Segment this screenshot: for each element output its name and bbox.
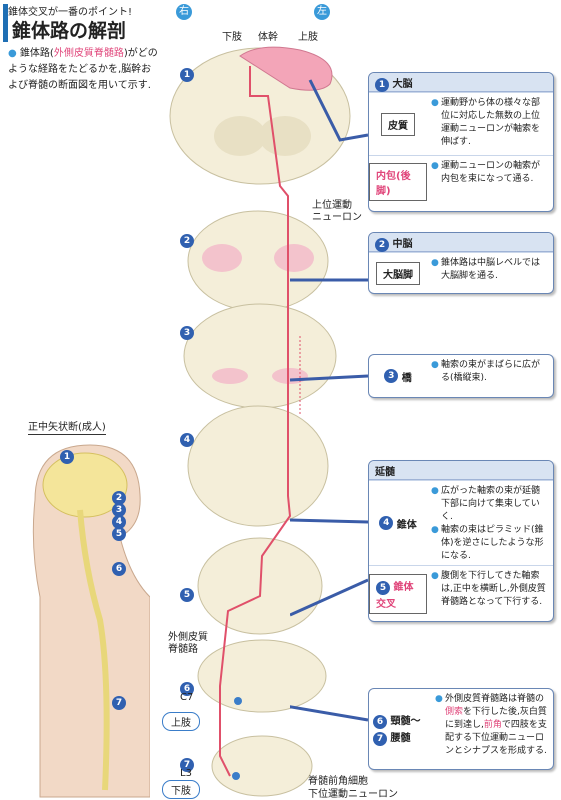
desc-cerebral-peduncle: 錐体路は中脳レベルでは大脳脚を通る. (441, 258, 541, 281)
sagittal-number-1: 1 (60, 444, 74, 464)
right-side-badge: 右 (176, 4, 192, 20)
badge-lower-limb: 下肢 (162, 780, 200, 799)
badge-upper-limb: 上肢 (162, 712, 200, 731)
panel-cerebrum: 1 大脳 皮質 ●運動野から体の様々な部位に対応した無数の上位運動ニューロンが軸… (368, 72, 554, 212)
row-internal-capsule: 内包(後脚) ●運動ニューロンの軸索が内包を束になって通る. (369, 155, 553, 208)
desc-pyramid-2: 軸索の束はピラミッド(錐体)を逆さにしたような形になる. (441, 525, 544, 561)
desc-cortex: 運動野から体の様々な部位に対応した無数の上位運動ニューロンが軸索を伸ばす. (441, 98, 541, 147)
label-trunk: 体幹 (258, 32, 278, 43)
label-lower-limb: 下肢 (222, 32, 242, 43)
section-number-7: 7 (180, 752, 194, 772)
section-number-6: 6 (180, 676, 194, 696)
lumbar-motor-neuron (232, 772, 240, 780)
desc-pyramid-1: 広がった軸索の束が延髄下部に向けて集束していく. (441, 486, 541, 522)
panel-medulla-title: 延髄 (369, 461, 553, 480)
brain-sagittal (42, 452, 128, 518)
level-c7: C7 (180, 692, 194, 703)
row-pyramid: 4 錐体 ●広がった軸索の束が延髄下部に向けて集束していく. ●軸索の束はピラミ… (369, 480, 553, 565)
desc-decussation: 腹側を下行してきた軸索は,正中を横断し,外側皮質脊髄路となって下行する. (441, 571, 546, 607)
sagittal-body-figure (32, 444, 150, 798)
sagittal-number-4: 4 (112, 509, 126, 529)
label-cerebral-peduncle: 大脳脚 (376, 261, 420, 285)
homunculus (239, 46, 333, 91)
intro-highlight: 外側皮質脊髄路 (53, 48, 124, 59)
sagittal-label: 正中矢状断(成人) (28, 418, 106, 435)
panel-pons: 3 橋 ●軸索の束がまばらに広がる(橋縦束). (368, 354, 554, 398)
label-pons: 橋 (401, 372, 412, 384)
highlight-lateral-funiculus: 側索 (445, 707, 464, 717)
sagittal-number-2: 2 (112, 485, 126, 505)
intro-text-1: 錐体路( (19, 48, 54, 59)
label-lumbar: 腰髄 (390, 733, 411, 744)
desc-internal-capsule: 運動ニューロンの軸索が内包を束になって通る. (441, 161, 541, 184)
cervical-section (197, 639, 327, 713)
sagittal-number-3: 3 (112, 497, 126, 517)
label-internal-capsule: 内包(後脚) (369, 163, 427, 201)
label-upper-limb: 上肢 (298, 32, 318, 43)
cerebral-peduncle-left (274, 244, 314, 272)
panel-midbrain: 2 中脳 大脳脚 ●錐体路は中脳レベルでは大脳脚を通る. (368, 232, 554, 294)
pyramidal-tract-line (219, 66, 292, 777)
label-pyramid: 錐体 (396, 519, 417, 531)
panel-midbrain-title: 2 中脳 (369, 233, 553, 252)
highlight-anterior-horn: 前角 (483, 720, 502, 730)
connector-lines (290, 79, 369, 722)
intro-text-2: )がどのような経路をたどるかを,脳幹および脊髄の断面図を用いて示す. (8, 48, 158, 91)
sagittal-number-5: 5 (112, 521, 126, 541)
row-cerebral-peduncle: 大脳脚 ●錐体路は中脳レベルでは大脳脚を通る. (369, 252, 553, 293)
basal-ganglia-right (214, 116, 266, 156)
pons-tract-right (212, 368, 248, 384)
section-number-1: 1 (180, 62, 194, 82)
header-accent-bar (3, 4, 8, 42)
desc-pons: 軸索の束がまばらに広がる(橋縦束). (441, 360, 541, 383)
level-l3: L3 (180, 768, 192, 779)
section-number-2: 2 (180, 228, 194, 248)
left-side-badge: 左 (314, 4, 330, 20)
lumbar-section (211, 735, 313, 797)
header-subtitle: 錐体交叉が一番のポイント! (8, 7, 133, 18)
intro-paragraph: ● 錐体路(外側皮質脊髄路)がどのような経路をたどるかを,脳幹および脊髄の断面図… (8, 46, 158, 94)
spinal-cord-sagittal (77, 509, 110, 791)
label-upper-motor-neuron: 上位運動 ニューロン (312, 200, 362, 223)
bullet-icon: ● (8, 48, 17, 59)
sagittal-number-7: 7 (112, 690, 126, 710)
medulla-upper-section (187, 405, 329, 527)
row-cortex: 皮質 ●運動野から体の様々な部位に対応した無数の上位運動ニューロンが軸索を伸ばす… (369, 92, 553, 155)
label-decussation: 錐体交叉 (376, 582, 414, 610)
anatomy-cross-sections (169, 46, 351, 797)
label-cortex: 皮質 (381, 112, 415, 136)
page-title: 錐体路の解剖 (12, 20, 127, 42)
panel-spinal: 6 頸髄〜 7 腰髄 ●外側皮質脊髄路は脊髄の側索を下行した後,灰白質に到達し,… (368, 688, 554, 770)
panel-cerebrum-title: 1 大脳 (369, 73, 553, 92)
label-lateral-cst: 外側皮質 脊髄路 (168, 632, 208, 655)
cervical-motor-neuron (234, 697, 242, 705)
section-number-4: 4 (180, 427, 194, 447)
label-lower-motor-neuron: 下位運動ニューロン (308, 789, 398, 800)
row-decussation: 5 錐体交叉 ●腹側を下行してきた軸索は,正中を横断し,外側皮質脊髄路となって下… (369, 565, 553, 622)
panel-medulla: 延髄 4 錐体 ●広がった軸索の束が延髄下部に向けて集束していく. ●軸索の束は… (368, 460, 554, 622)
sagittal-number-6: 6 (112, 556, 126, 576)
label-cervical: 頸髄〜 (390, 716, 421, 727)
section-number-5: 5 (180, 582, 194, 602)
cerebral-peduncle-right (202, 244, 242, 272)
section-number-3: 3 (180, 320, 194, 340)
label-anterior-horn: 脊髄前角細胞 (308, 776, 368, 787)
